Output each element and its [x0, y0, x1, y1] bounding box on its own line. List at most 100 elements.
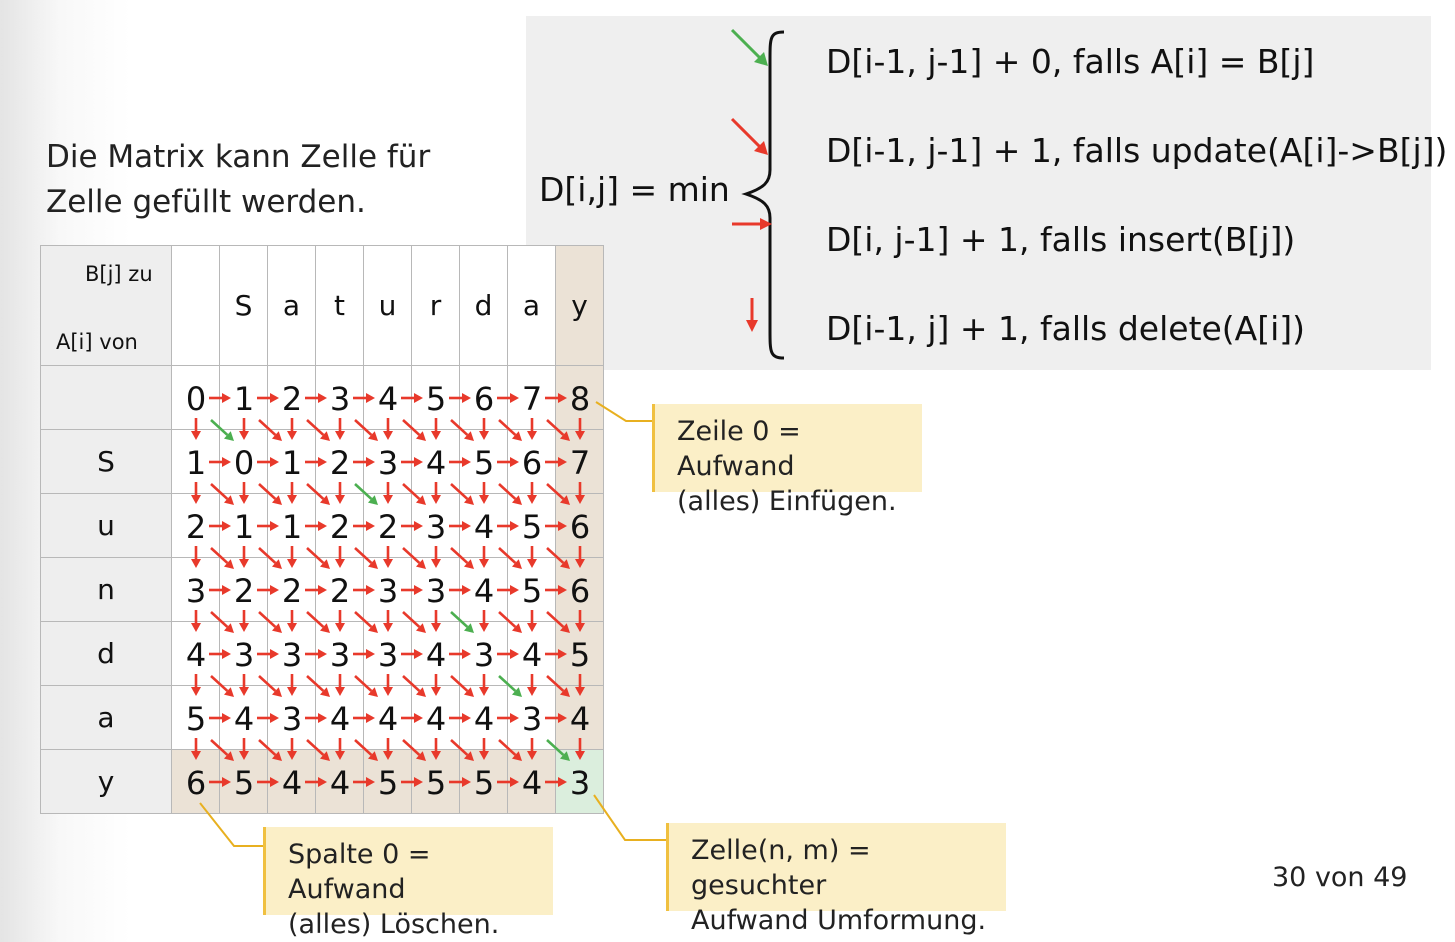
matrix-cell-bg [267, 429, 316, 494]
row-header: y [40, 749, 172, 814]
page-number: 30 von 49 [1272, 862, 1408, 893]
matrix-cell-bg [555, 557, 604, 622]
matrix-cell-bg [267, 621, 316, 686]
formula-panel [526, 16, 1431, 370]
matrix-cell-bg [363, 557, 412, 622]
matrix-cell-bg [267, 493, 316, 558]
red-right-arrow-icon [732, 218, 772, 230]
matrix-row: u [40, 493, 604, 558]
matrix-cell-bg [171, 365, 220, 430]
matrix-cell-bg [315, 493, 364, 558]
matrix-cell-bg [555, 365, 604, 430]
matrix-cell-bg [219, 493, 268, 558]
col-header: r [411, 245, 460, 366]
matrix-cell-bg [459, 365, 508, 430]
matrix-cell-bg [363, 365, 412, 430]
matrix-cell-bg [555, 749, 604, 814]
formula-lhs: D[i,j] = min [539, 170, 730, 209]
matrix-cell-bg [411, 365, 460, 430]
matrix-row: n [40, 557, 604, 622]
matrix-cell-bg [315, 557, 364, 622]
intro-line-1: Die Matrix kann Zelle für [46, 139, 431, 175]
matrix-cell-bg [507, 621, 556, 686]
note-col-zero-line-1: Spalte 0 = Aufwand [288, 839, 431, 905]
formula-case-insert: D[i, j-1] + 1, falls insert(B[j]) [826, 220, 1296, 259]
note-goal-cell: Zelle(n, m) = gesuchter Aufwand Umformun… [666, 823, 1006, 936]
matrix-cell-bg [411, 493, 460, 558]
matrix-cell-bg [315, 685, 364, 750]
row-header: a [40, 685, 172, 750]
note-col-zero-line-2: (alles) Löschen. [288, 909, 500, 940]
col-header: S [219, 245, 268, 366]
formula-case-delete: D[i-1, j] + 1, falls delete(A[i]) [826, 309, 1306, 348]
matrix-cell-bg [219, 685, 268, 750]
col-header: t [315, 245, 364, 366]
col-header: y [555, 245, 604, 366]
connector-row-zero [595, 401, 652, 422]
row-header: n [40, 557, 172, 622]
note-row-zero: Zeile 0 = Aufwand (alles) Einfügen. [652, 404, 922, 517]
matrix-cell-bg [459, 493, 508, 558]
matrix-cell-bg [171, 493, 220, 558]
matrix-cell-bg [363, 493, 412, 558]
matrix-cell-bg [363, 621, 412, 686]
matrix-cell-bg [219, 365, 268, 430]
red-down-arrow-icon [746, 298, 758, 332]
matrix-cell-bg [219, 749, 268, 814]
matrix-cell-bg [555, 493, 604, 558]
corner-label-columns: B[j] zu [85, 262, 153, 286]
matrix-cell-bg [507, 749, 556, 814]
col-header: u [363, 245, 412, 366]
matrix-cell-bg [315, 365, 364, 430]
matrix-cell-bg [363, 749, 412, 814]
matrix-cell-bg [363, 429, 412, 494]
formula-case-update: D[i-1, j-1] + 1, falls update(A[i]->B[j]… [826, 131, 1448, 170]
row-header: S [40, 429, 172, 494]
matrix-row: y [40, 749, 604, 814]
header-empty-cell [171, 245, 220, 366]
col-header: a [267, 245, 316, 366]
matrix-cell-bg [171, 685, 220, 750]
matrix-cell-bg [507, 429, 556, 494]
matrix-cell-bg [267, 365, 316, 430]
intro-text: Die Matrix kann Zelle für Zelle gefüllt … [46, 135, 430, 225]
matrix-row: d [40, 621, 604, 686]
formula-case-match: D[i-1, j-1] + 0, falls A[i] = B[j] [826, 42, 1315, 81]
matrix-cell-bg [411, 621, 460, 686]
matrix-cell-bg [507, 685, 556, 750]
note-row-zero-line-2: (alles) Einfügen. [677, 486, 897, 517]
matrix-cell-bg [219, 621, 268, 686]
matrix-cell-bg [315, 749, 364, 814]
matrix-cell-bg [507, 493, 556, 558]
matrix-cell-bg [315, 621, 364, 686]
matrix-cell-bg [411, 557, 460, 622]
matrix-cell-bg [459, 557, 508, 622]
matrix-cell-bg [411, 749, 460, 814]
matrix-cell-bg [171, 557, 220, 622]
matrix-cell-bg [459, 621, 508, 686]
matrix-cell-bg [507, 365, 556, 430]
matrix-row: S [40, 429, 604, 494]
corner-label-rows: A[i] von [56, 330, 138, 354]
matrix-cell-bg [267, 685, 316, 750]
matrix-cell-bg [267, 749, 316, 814]
matrix-cell-bg [459, 685, 508, 750]
matrix-cell-bg [555, 429, 604, 494]
matrix-cell-bg [219, 429, 268, 494]
matrix-cell-bg [219, 557, 268, 622]
matrix-cell-bg [171, 621, 220, 686]
matrix-cell-bg [507, 557, 556, 622]
red-diagonal-arrow-icon [730, 117, 768, 155]
matrix-cell-bg [411, 429, 460, 494]
row-header: d [40, 621, 172, 686]
matrix-cell-bg [555, 621, 604, 686]
matrix-cell-bg [459, 749, 508, 814]
matrix-cell-bg [171, 429, 220, 494]
matrix-row: a [40, 685, 604, 750]
matrix-cell-bg [555, 685, 604, 750]
matrix-cell-bg [267, 557, 316, 622]
matrix-cell-bg [459, 429, 508, 494]
intro-line-2: Zelle gefüllt werden. [46, 184, 366, 220]
green-diagonal-arrow-icon [730, 28, 768, 66]
col-header: a [507, 245, 556, 366]
